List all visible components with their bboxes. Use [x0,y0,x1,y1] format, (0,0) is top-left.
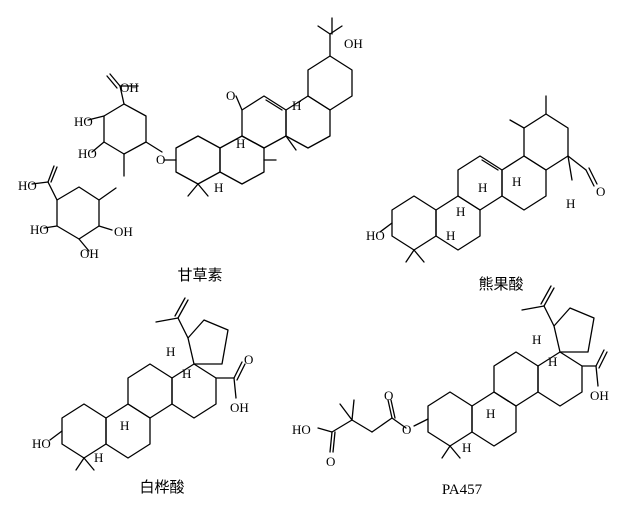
glyc-h-1: H [236,136,245,151]
bet-h-4: H [94,450,103,465]
pa-oh: OH [590,388,609,403]
pa-ester-carbonyl-o: O [384,388,393,403]
bet-h-2: H [182,366,191,381]
urs-aldehyde-h: H [566,196,575,211]
bet-h-3: H [120,418,129,433]
glyc-h-2: H [292,98,301,113]
bet-ho: HO [32,436,51,451]
glyc-oh-3: OH [114,224,133,239]
glyc-ho-1: HO [74,114,93,129]
betulinic-structure: HO OH O H H H H [32,297,253,471]
bet-h-1: H [166,344,175,359]
glucuronic-ring-1 [87,73,163,177]
glyc-ho-2: HO [78,146,97,161]
caption-ursolic: 熊果酸 [478,276,523,293]
caption-betulinic: 白桦酸 [139,479,184,496]
pa-h-3: H [486,406,495,421]
caption-glycyrrhizin: 甘草素 [177,267,222,284]
urs-ho: HO [366,228,385,243]
glycyrrhetinic-core [163,17,353,197]
pa-h-4: H [462,440,471,455]
ursolic-structure: HO H H H H H O [366,95,605,263]
glyc-cooh: OH [344,36,363,51]
bet-oh: OH [230,400,249,415]
pa-h-2: H [548,354,557,369]
pa-acid-o: O [326,454,335,469]
glucuronic-ring-2 [31,165,117,252]
caption-pa457: PA457 [442,482,483,498]
urs-h-1: H [456,204,465,219]
pa457-structure: HO O O O OH H H H H [292,285,609,469]
urs-aldehyde-o: O [596,184,605,199]
glyc-ketone-o: O [226,88,235,103]
glyc-ho-3: HO [18,178,37,193]
pa-h-1: H [532,332,541,347]
glyc-h-3: H [214,180,223,195]
urs-h-2: H [478,180,487,195]
glyc-oh-1: OH [120,80,139,95]
urs-h-4: H [446,228,455,243]
glyc-ho-4: HO [30,222,49,237]
bet-carbonyl-o: O [244,352,253,367]
pa-acid-ho: HO [292,422,311,437]
glyc-o-link: O [156,152,165,167]
glycyrrhizin-structure: OH HO HO HO HO OH OH O OH O H H H [18,17,363,261]
urs-h-3: H [512,174,521,189]
pa-ester-o: O [402,422,411,437]
glyc-oh-2: OH [80,246,99,261]
